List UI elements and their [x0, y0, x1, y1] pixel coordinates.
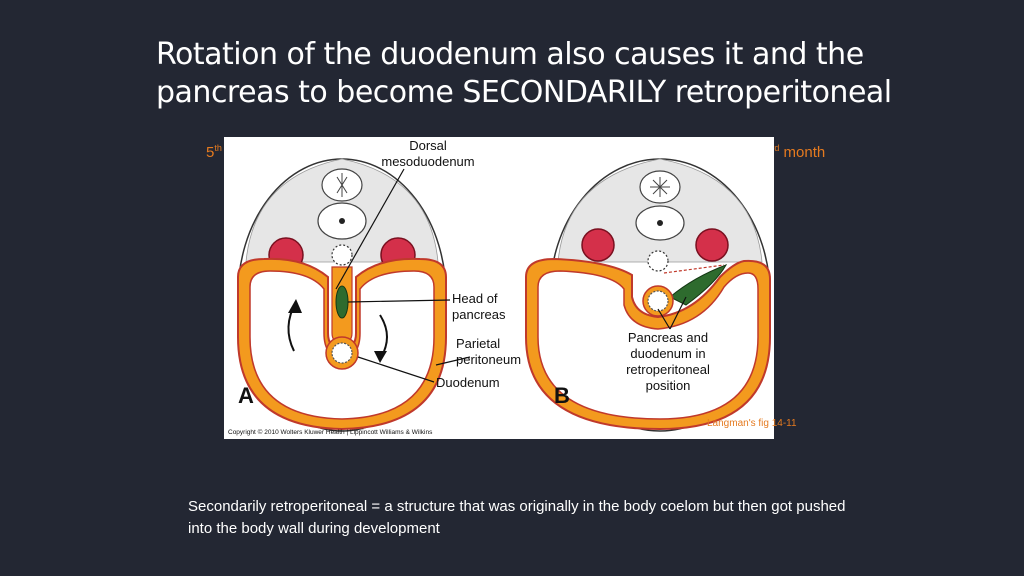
- aorta-a: [331, 244, 353, 266]
- leader-dorsal-mesoduodenum: [335, 168, 405, 290]
- duodenum-lumen-a: [331, 342, 353, 364]
- label-pd-line1: Pancreas and: [628, 330, 708, 345]
- fused-mesentery-b: [663, 264, 725, 274]
- panel-b-letter: B: [554, 383, 570, 408]
- label-head-line1: Head of: [452, 291, 498, 306]
- pancreas-b: [669, 264, 728, 306]
- embryo-figure: A Dorsal mesoduodenum Head of pancreas P…: [224, 137, 774, 439]
- label-duodenum: Duodenum: [436, 375, 500, 390]
- month-word: month: [779, 144, 826, 161]
- rotation-arrowhead-right: [374, 351, 387, 363]
- panel-a: A: [237, 158, 447, 432]
- notochord-a: [339, 218, 345, 224]
- label-dorsal-line2: mesoduodenum: [381, 154, 474, 169]
- kidney-left-b: [581, 228, 615, 262]
- leader-lines-a: [335, 168, 471, 383]
- kidney-right-b: [695, 228, 729, 262]
- spinal-cord-detail-b: [650, 177, 670, 197]
- embryo-diagram: A Dorsal mesoduodenum Head of pancreas P…: [228, 138, 771, 436]
- labels-a: Dorsal mesoduodenum Head of pancreas Par…: [381, 138, 521, 390]
- leader-pd-pancreas: [669, 296, 687, 330]
- copyright-text: Copyright © 2010 Wolters Kluwer Health |…: [228, 428, 433, 436]
- label-pd-line4: position: [646, 378, 691, 393]
- definition-text: Secondarily retroperitoneal = a structur…: [188, 498, 846, 537]
- leader-head-of-pancreas: [347, 299, 451, 303]
- leader-lines-b: [657, 296, 687, 330]
- leader-duodenum: [357, 356, 435, 383]
- panel-b: B: [525, 158, 771, 432]
- week-suffix: th: [214, 143, 222, 153]
- label-pd-line2: duodenum in: [630, 346, 705, 361]
- label-parietal-line2: peritoneum: [456, 352, 521, 367]
- label-pd-line3: retroperitoneal: [626, 362, 710, 377]
- week-number: 5: [206, 144, 215, 161]
- pancreas-head-a: [335, 285, 349, 319]
- figure-caption: Langman's fig 14-11: [707, 418, 797, 429]
- rotation-arrowhead-left: [288, 299, 302, 313]
- label-dorsal-line1: Dorsal: [409, 138, 447, 153]
- panel-a-letter: A: [238, 383, 254, 408]
- spinal-cord-detail-a: [336, 173, 348, 197]
- aorta-b: [647, 250, 669, 272]
- labels-b: Pancreas and duodenum in retroperitoneal…: [626, 330, 710, 393]
- notochord-b: [657, 220, 663, 226]
- duodenum-lumen-b: [647, 290, 669, 312]
- coelom-cavity-b: [537, 270, 759, 420]
- leader-pd-duodenum: [657, 308, 671, 330]
- slide-title: Rotation of the duodenum also causes it …: [156, 37, 892, 110]
- label-parietal-line1: Parietal: [456, 336, 500, 351]
- month-suffix: rd: [771, 143, 780, 153]
- leader-parietal-peritoneum: [435, 356, 471, 366]
- label-head-line2: pancreas: [452, 307, 506, 322]
